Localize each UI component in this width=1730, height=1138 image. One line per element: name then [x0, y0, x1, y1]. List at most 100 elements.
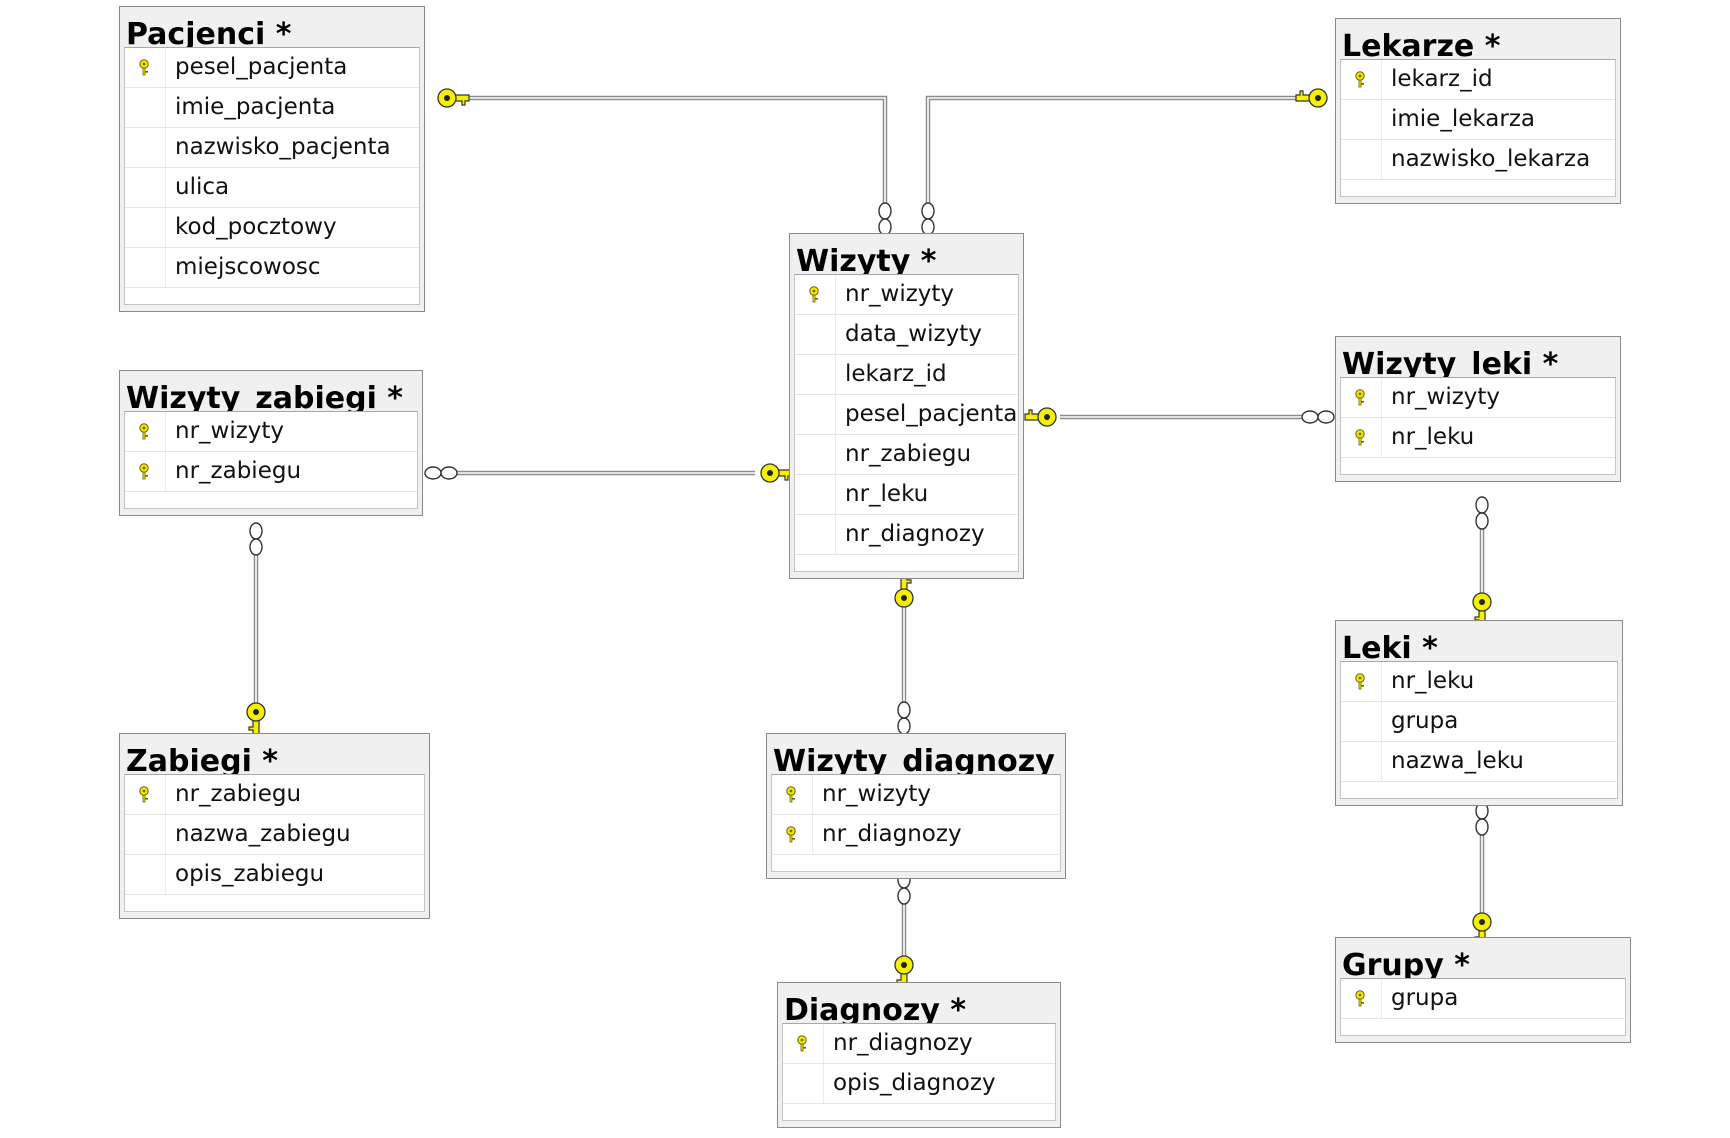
infinity-icon	[897, 701, 911, 735]
table-footer	[790, 572, 1023, 578]
column-name: nr_diagnozy	[833, 1030, 973, 1056]
column-name: miejscowosc	[175, 254, 321, 280]
column-row[interactable]: lekarz_id	[1341, 60, 1615, 100]
grid-padding	[783, 1104, 1055, 1120]
column-row[interactable]: nr_zabiegu	[795, 435, 1018, 475]
table-header[interactable]: Wizyty_zabiegi *	[120, 371, 422, 411]
column-name: imie_pacjenta	[175, 94, 336, 120]
key-icon	[760, 463, 793, 483]
column-row[interactable]: data_wizyty	[795, 315, 1018, 355]
column-row[interactable]: nr_wizyty	[125, 412, 417, 452]
table-header[interactable]: Wizyty_leki *	[1336, 337, 1620, 377]
column-row[interactable]: ulica	[125, 168, 419, 208]
grid-padding	[125, 492, 417, 508]
infinity-icon	[249, 522, 263, 556]
column-name: pesel_pacjenta	[175, 54, 348, 80]
column-row[interactable]: nr_zabiegu	[125, 775, 424, 815]
table-header[interactable]: Grupy *	[1336, 938, 1630, 978]
table-lekarze[interactable]: Lekarze * lekarz_id imie_lekarza nazwisko_l…	[1335, 18, 1621, 204]
column-row[interactable]: kod_pocztowy	[125, 208, 419, 248]
table-diagnozy[interactable]: Diagnozy * nr_diagnozy opis_diagnozy	[777, 982, 1061, 1128]
table-title: Zabiegi *	[126, 744, 278, 774]
column-name: nr_diagnozy	[822, 821, 962, 847]
column-row[interactable]: nr_wizyty	[795, 275, 1018, 315]
column-row[interactable]: miejscowosc	[125, 248, 419, 288]
column-name: lekarz_id	[1391, 66, 1493, 92]
column-row[interactable]: nr_wizyty	[1341, 378, 1615, 418]
column-row[interactable]: opis_zabiegu	[125, 855, 424, 895]
table-footer	[1336, 799, 1622, 805]
column-row[interactable]: nazwa_zabiegu	[125, 815, 424, 855]
column-row[interactable]: nr_zabiegu	[125, 452, 417, 492]
grid-padding	[772, 855, 1060, 871]
table-title: Leki *	[1342, 631, 1438, 661]
column-row[interactable]: nr_diagnozy	[783, 1024, 1055, 1064]
column-row[interactable]: imie_lekarza	[1341, 100, 1615, 140]
table-grupy[interactable]: Grupy * grupa	[1335, 937, 1631, 1043]
column-row[interactable]: grupa	[1341, 979, 1625, 1019]
column-grid: nr_wizyty nr_leku	[1340, 377, 1616, 475]
table-title: Wizyty *	[796, 244, 937, 274]
table-footer	[1336, 1036, 1630, 1042]
key-cell	[1341, 140, 1382, 179]
column-row[interactable]: nazwisko_pacjenta	[125, 128, 419, 168]
key-cell	[125, 248, 166, 287]
column-row[interactable]: pesel_pacjenta	[795, 395, 1018, 435]
relationship-lekarze-wizyty	[925, 95, 1315, 216]
table-header[interactable]: Leki *	[1336, 621, 1622, 661]
column-name: nr_leku	[1391, 668, 1475, 694]
table-wizyty-diagnozy[interactable]: Wizyty_diagnozy *nr_wizyty nr_diagnozy	[766, 733, 1066, 879]
column-row[interactable]: nr_leku	[795, 475, 1018, 515]
column-name: data_wizyty	[845, 321, 982, 347]
table-header[interactable]: Lekarze *	[1336, 19, 1620, 59]
column-name: nr_zabiegu	[175, 781, 302, 807]
relationship-pacjenci-wizyty	[450, 97, 886, 216]
grid-padding	[795, 555, 1018, 571]
table-footer	[120, 509, 422, 515]
column-row[interactable]: opis_diagnozy	[783, 1064, 1055, 1104]
column-row[interactable]: nr_leku	[1341, 418, 1615, 458]
table-wizyty-leki[interactable]: Wizyty_leki * nr_wizyty nr_leku	[1335, 336, 1621, 482]
column-row[interactable]: nazwisko_lekarza	[1341, 140, 1615, 180]
column-name: imie_lekarza	[1391, 106, 1536, 132]
column-row[interactable]: nr_leku	[1341, 662, 1617, 702]
table-header[interactable]: Zabiegi *	[120, 734, 429, 774]
table-title: Pacjenci *	[126, 17, 292, 47]
key-cell	[783, 1024, 824, 1063]
table-footer	[120, 912, 429, 918]
table-footer	[767, 872, 1065, 878]
column-name: nr_wizyty	[1391, 384, 1501, 410]
column-row[interactable]: nr_wizyty	[772, 775, 1060, 815]
column-name: nazwa_zabiegu	[175, 821, 351, 847]
column-name: nr_wizyty	[845, 281, 955, 307]
table-header[interactable]: Diagnozy *	[778, 983, 1060, 1023]
column-row[interactable]: lekarz_id	[795, 355, 1018, 395]
column-grid: nr_zabiegu nazwa_zabiegu opis_zabiegu	[124, 774, 425, 912]
column-name: lekarz_id	[845, 361, 947, 387]
column-name: opis_diagnozy	[833, 1070, 996, 1096]
column-name: nazwisko_pacjenta	[175, 134, 391, 160]
key-cell	[772, 775, 813, 814]
column-row[interactable]: grupa	[1341, 702, 1617, 742]
column-row[interactable]: imie_pacjenta	[125, 88, 419, 128]
key-cell	[125, 452, 166, 491]
column-row[interactable]: pesel_pacjenta	[125, 48, 419, 88]
key-cell	[1341, 662, 1382, 701]
table-zabiegi[interactable]: Zabiegi * nr_zabiegu nazwa_zabiegu opis_zab…	[119, 733, 430, 919]
table-header[interactable]: Wizyty *	[790, 234, 1023, 274]
table-header[interactable]: Wizyty_diagnozy *	[767, 734, 1065, 774]
column-row[interactable]: nr_diagnozy	[772, 815, 1060, 855]
column-row[interactable]: nazwa_leku	[1341, 742, 1617, 782]
column-name: grupa	[1391, 985, 1459, 1011]
column-row[interactable]: nr_diagnozy	[795, 515, 1018, 555]
key-cell	[1341, 702, 1382, 741]
table-header[interactable]: Pacjenci *	[120, 7, 424, 47]
table-title: Lekarze *	[1342, 29, 1501, 59]
column-grid: nr_wizyty nr_diagnozy	[771, 774, 1061, 872]
